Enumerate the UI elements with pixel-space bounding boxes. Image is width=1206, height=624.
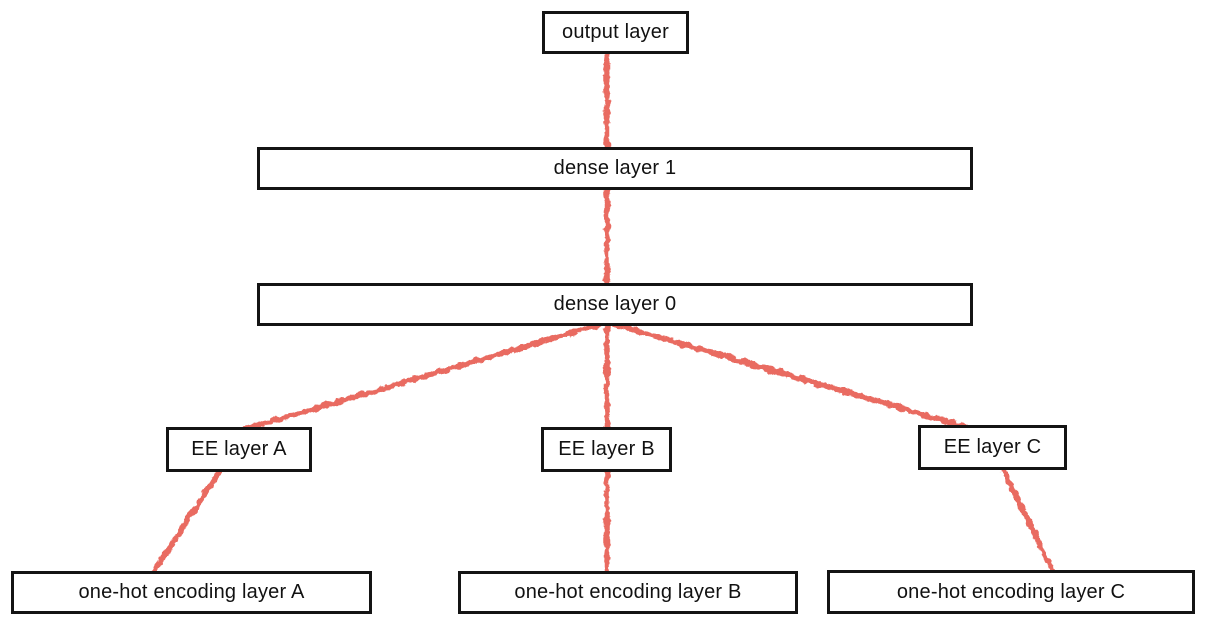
node-one-hot-encoding-layer-a: one-hot encoding layer A bbox=[11, 571, 372, 614]
edge-onehot_c-to-ee_c bbox=[999, 465, 1057, 576]
node-output-layer: output layer bbox=[542, 11, 689, 54]
edge-ee_a-to-dense0 bbox=[233, 319, 611, 435]
edge-ee_c-to-dense0 bbox=[605, 319, 979, 433]
edges-group bbox=[149, 47, 1057, 577]
node-dense-layer-1: dense layer 1 bbox=[257, 147, 973, 190]
node-ee-layer-c: EE layer C bbox=[918, 425, 1067, 470]
node-one-hot-encoding-layer-b: one-hot encoding layer B bbox=[458, 571, 798, 614]
node-one-hot-encoding-layer-c: one-hot encoding layer C bbox=[827, 570, 1195, 614]
node-ee-layer-a: EE layer A bbox=[166, 427, 312, 472]
node-ee-layer-b: EE layer B bbox=[541, 427, 672, 472]
edge-onehot_a-to-ee_a bbox=[149, 465, 225, 577]
node-dense-layer-0: dense layer 0 bbox=[257, 283, 973, 326]
